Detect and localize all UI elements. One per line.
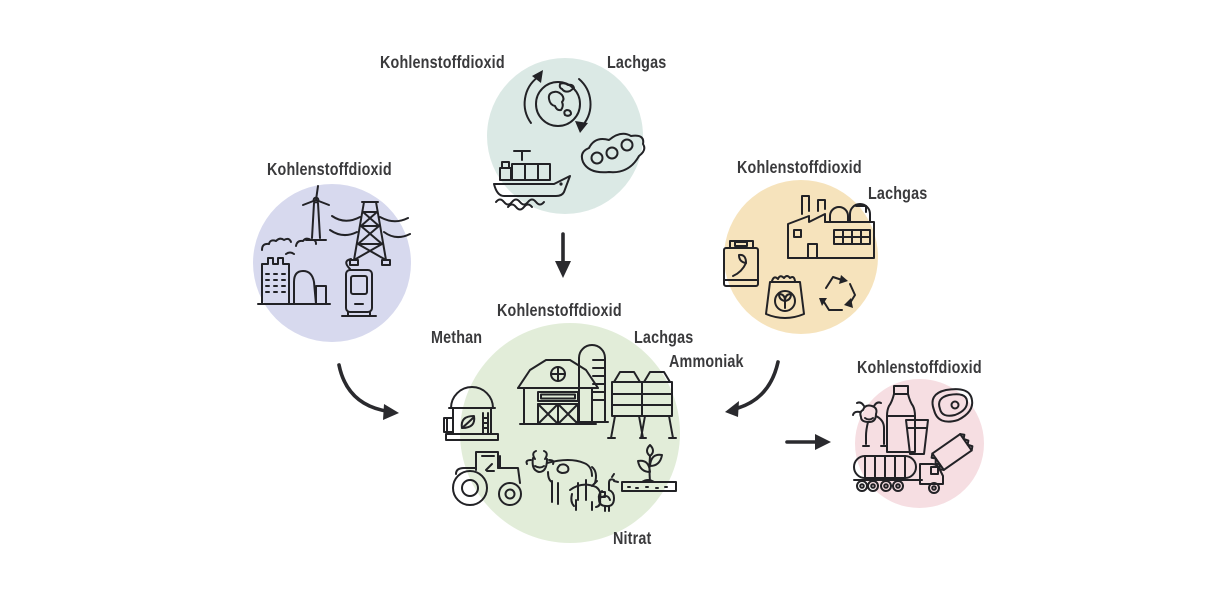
label-imports-co2: Kohlenstoffdioxid	[380, 52, 505, 72]
grain-bins-icon	[607, 371, 677, 439]
fertilizer-bag-icon	[765, 275, 805, 319]
arrow-energy-to-farm	[337, 363, 388, 413]
cow-icon	[852, 401, 888, 447]
recycle-icon	[819, 275, 856, 311]
node-products-circle	[855, 379, 984, 508]
label-farm-no3: Nitrat	[613, 528, 652, 548]
factory-icon	[787, 195, 875, 259]
cargo-ship-icon	[493, 150, 571, 211]
node-energy-circle	[253, 184, 411, 342]
silo-icon	[575, 344, 609, 423]
label-farm-nh3: Ammoniak	[669, 351, 744, 371]
label-energy-co2: Kohlenstoffdioxid	[267, 159, 392, 179]
meat-icon	[931, 388, 974, 423]
power-plant-icon	[257, 237, 331, 305]
arrow-industry-to-farm	[736, 360, 780, 410]
wind-turbine-icon	[302, 185, 330, 241]
jerry-can-icon	[723, 240, 759, 287]
farm-animals-icon	[525, 450, 619, 512]
label-industry-n2o: Lachgas	[868, 183, 928, 203]
label-farm-co2: Kohlenstoffdioxid	[497, 300, 622, 320]
tanker-truck-icon	[853, 455, 944, 494]
label-imports-n2o: Lachgas	[607, 52, 667, 72]
tractor-icon	[452, 451, 522, 506]
soybean-icon	[580, 132, 646, 174]
transmission-tower-icon	[329, 201, 411, 266]
label-farm-ch4: Methan	[431, 327, 483, 347]
milk-glass-icon	[905, 419, 929, 455]
seedling-icon	[621, 444, 677, 492]
label-industry-co2: Kohlenstoffdioxid	[737, 157, 862, 177]
barn-icon	[517, 359, 599, 425]
label-farm-n2o: Lachgas	[634, 327, 694, 347]
globe-trade-icon	[523, 70, 592, 133]
milk-bottle-icon	[886, 385, 916, 453]
label-products-co2: Kohlenstoffdioxid	[857, 357, 982, 377]
gas-pump-icon	[341, 258, 377, 317]
biogas-plant-icon	[443, 386, 499, 441]
